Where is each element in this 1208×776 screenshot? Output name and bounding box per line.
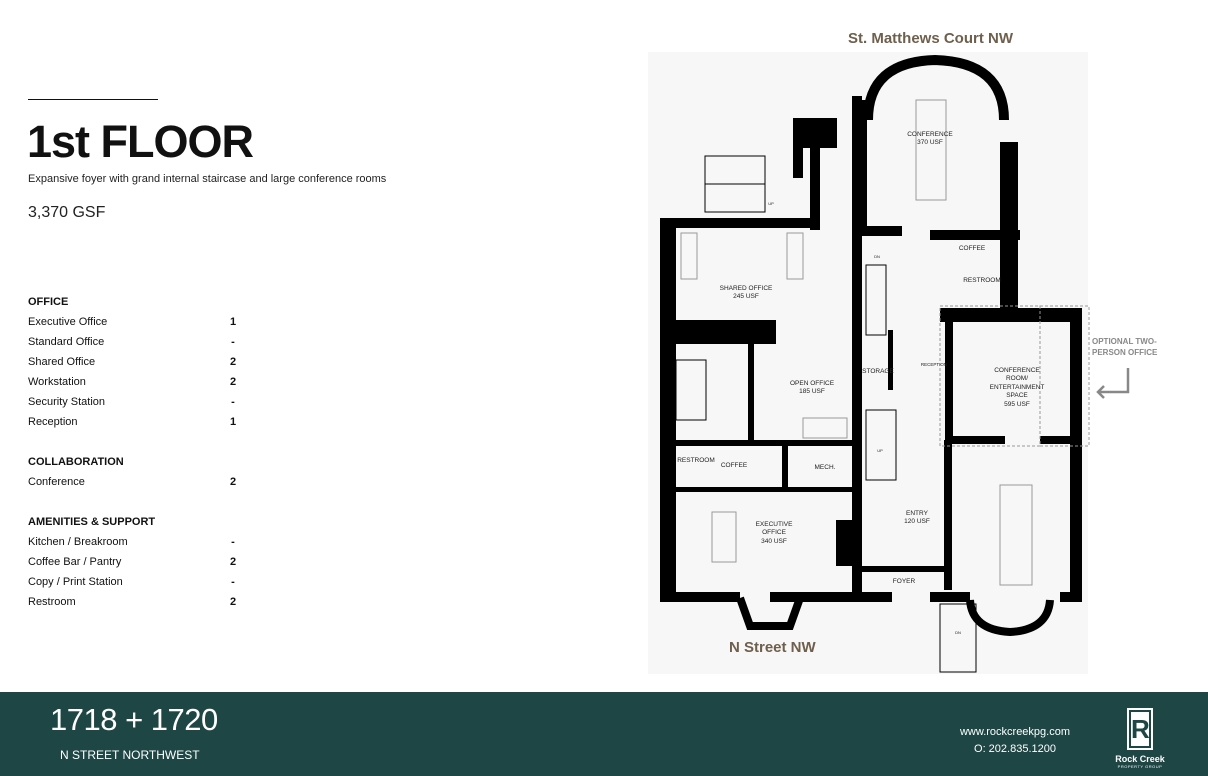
list-item: Security Station - bbox=[28, 396, 238, 416]
item-label: Reception bbox=[28, 416, 78, 428]
item-label: Standard Office bbox=[28, 336, 105, 348]
room-name: OPEN OFFICE bbox=[790, 380, 835, 387]
website-link[interactable]: www.rockcreekpg.com bbox=[959, 726, 1071, 738]
room-name: EXECUTIVE bbox=[756, 521, 794, 528]
room-area: 185 USF bbox=[799, 388, 825, 395]
item-value: 2 bbox=[229, 476, 237, 488]
item-value: 2 bbox=[229, 376, 237, 388]
room-labels: CONFERENCE 370 USF SHARED OFFICE 245 USF… bbox=[677, 131, 1044, 635]
phone-number: O: 202.835.1200 bbox=[974, 743, 1056, 755]
list-item: Workstation 2 bbox=[28, 376, 238, 396]
room-name: OFFICE bbox=[762, 529, 786, 536]
walls bbox=[660, 96, 1082, 602]
room-name: COFFEE bbox=[721, 462, 748, 469]
list-item: Copy / Print Station - bbox=[28, 576, 238, 596]
room-name: ROOM/ bbox=[1006, 375, 1028, 382]
item-label: Shared Office bbox=[28, 356, 96, 368]
item-label: Coffee Bar / Pantry bbox=[28, 556, 122, 568]
item-label: Workstation bbox=[28, 376, 86, 388]
list-item: Shared Office 2 bbox=[28, 356, 238, 376]
optional-office-outline-left bbox=[939, 305, 1041, 447]
stair-label: DN bbox=[955, 630, 961, 635]
address-number: 1718 + 1720 bbox=[50, 702, 218, 737]
room-name: COFFEE bbox=[959, 245, 986, 252]
optional-office-note: OPTIONAL TWO-PERSON OFFICE bbox=[1092, 337, 1158, 357]
bay-window-right bbox=[966, 599, 1054, 637]
item-value: 1 bbox=[229, 316, 237, 328]
stairs bbox=[675, 155, 977, 673]
rock-creek-logo: R Rock Creek PROPERTY GROUP bbox=[1110, 708, 1170, 769]
item-value: 1 bbox=[229, 416, 237, 428]
item-value: 2 bbox=[229, 556, 237, 568]
room-area: 120 USF bbox=[904, 518, 930, 525]
floor-plan: CONFERENCE 370 USF SHARED OFFICE 245 USF… bbox=[648, 52, 1130, 674]
list-item: Standard Office - bbox=[28, 336, 238, 356]
page-title: 1st FLOOR bbox=[27, 116, 254, 167]
furniture bbox=[680, 99, 1033, 586]
room-name: CONFERENCE bbox=[907, 131, 953, 138]
item-label: Conference bbox=[28, 476, 85, 488]
section-title: COLLABORATION bbox=[28, 456, 124, 468]
gross-square-feet: 3,370 GSF bbox=[28, 204, 106, 221]
stair-label: DN bbox=[874, 254, 880, 259]
item-value: - bbox=[231, 336, 235, 348]
street-label-bottom: N Street NW bbox=[729, 639, 816, 656]
room-name: CONFERENCE bbox=[994, 367, 1040, 374]
footer: 1718 + 1720 N STREET NORTHWEST www.rockc… bbox=[0, 692, 1208, 776]
logo-mark: R bbox=[1127, 708, 1153, 750]
item-label: Copy / Print Station bbox=[28, 576, 123, 588]
room-area: 370 USF bbox=[917, 139, 943, 146]
item-value: 2 bbox=[229, 596, 237, 608]
room-name: FOYER bbox=[893, 578, 916, 585]
room-name: ENTRY bbox=[906, 510, 929, 517]
room-name: RECEPTION bbox=[921, 362, 947, 367]
list-item: Executive Office 1 bbox=[28, 316, 238, 336]
logo-name: Rock Creek bbox=[1115, 754, 1165, 764]
room-area: 340 USF bbox=[761, 538, 787, 545]
item-label: Kitchen / Breakroom bbox=[28, 536, 128, 548]
plan-background bbox=[648, 52, 1088, 674]
section-title: AMENITIES & SUPPORT bbox=[28, 516, 156, 528]
room-name: RESTROOM bbox=[677, 457, 715, 464]
header-rule bbox=[28, 99, 158, 100]
room-name: STORAGE bbox=[862, 368, 894, 375]
room-name: SHARED OFFICE bbox=[720, 285, 773, 292]
item-value: 2 bbox=[229, 356, 237, 368]
arrow-left-icon bbox=[1096, 368, 1130, 399]
list-item: Reception 1 bbox=[28, 416, 238, 436]
room-name: MECH. bbox=[815, 464, 836, 471]
section-amenities: AMENITIES & SUPPORT Kitchen / Breakroom -… bbox=[28, 516, 238, 616]
room-area: 245 USF bbox=[733, 293, 759, 300]
room-name: ENTERTAINMENT bbox=[990, 384, 1045, 391]
stair-label: UP bbox=[768, 201, 774, 206]
item-label: Executive Office bbox=[28, 316, 108, 328]
logo-subtitle: PROPERTY GROUP bbox=[1117, 764, 1163, 769]
item-value: - bbox=[231, 396, 235, 408]
section-office: OFFICE Executive Office 1 Standard Office… bbox=[28, 296, 238, 436]
section-title: OFFICE bbox=[28, 296, 69, 308]
room-name: RESTROOM bbox=[963, 277, 1001, 284]
item-label: Restroom bbox=[28, 596, 76, 608]
item-value: - bbox=[231, 536, 235, 548]
list-item: Kitchen / Breakroom - bbox=[28, 536, 238, 556]
section-collaboration: COLLABORATION Conference 2 bbox=[28, 456, 238, 496]
bay-window-left bbox=[736, 596, 804, 630]
room-area: 595 USF bbox=[1004, 401, 1030, 408]
street-label-top: St. Matthews Court NW bbox=[848, 30, 1013, 47]
list-item: Coffee Bar / Pantry 2 bbox=[28, 556, 238, 576]
stair-label: UP bbox=[877, 448, 883, 453]
list-item: Conference 2 bbox=[28, 476, 238, 496]
contact-block: www.rockcreekpg.com O: 202.835.1200 bbox=[940, 724, 1090, 758]
page-subtitle: Expansive foyer with grand internal stai… bbox=[28, 173, 387, 185]
list-item: Restroom 2 bbox=[28, 596, 238, 616]
room-name: SPACE bbox=[1006, 392, 1028, 399]
conference-apse-wall bbox=[863, 54, 1009, 121]
logo-letter: R bbox=[1131, 712, 1150, 746]
address-street: N STREET NORTHWEST bbox=[60, 748, 200, 762]
item-value: - bbox=[231, 576, 235, 588]
item-label: Security Station bbox=[28, 396, 106, 408]
